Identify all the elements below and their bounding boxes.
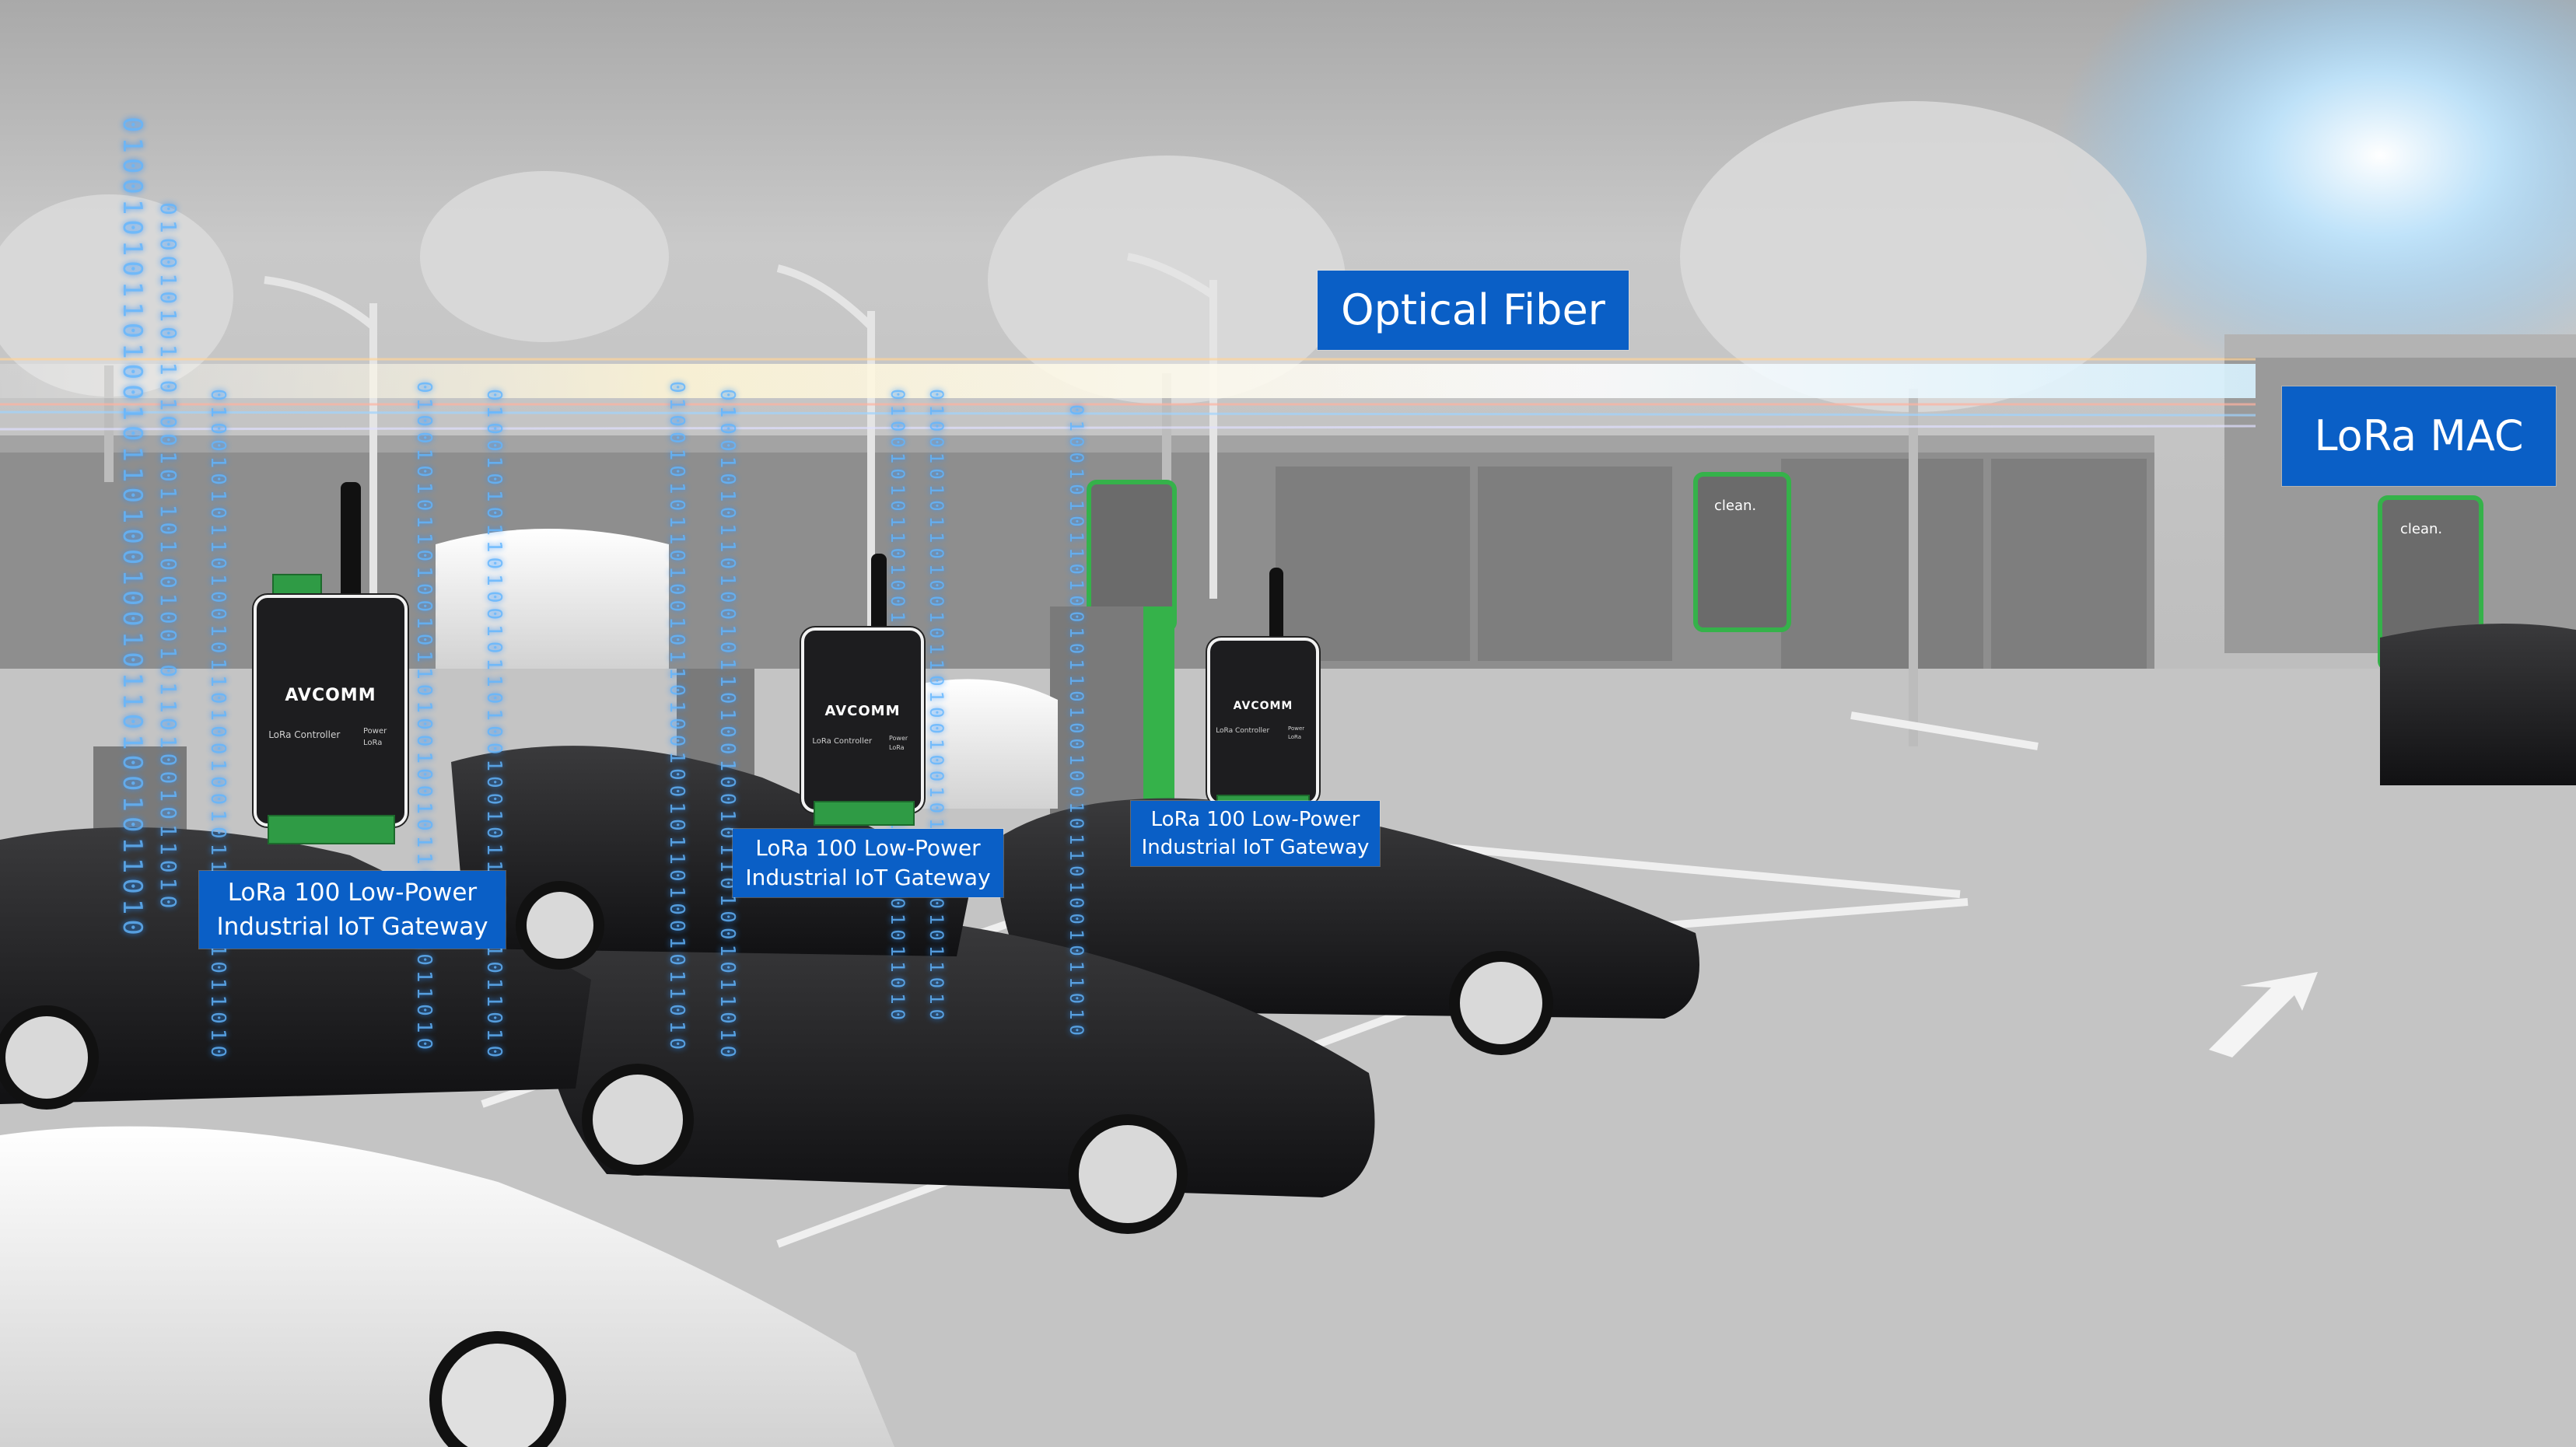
- indicator-power: Power: [363, 727, 387, 736]
- data-stream: 0100101011010010110100100101101001011010: [716, 389, 739, 1063]
- antenna: [341, 482, 361, 599]
- indicator-lora: LoRa: [889, 744, 905, 751]
- device-body: [801, 627, 924, 813]
- optical-fiber-label: Optical Fiber: [1318, 271, 1629, 350]
- data-stream: 0100101011010010110100100101101001011010: [1066, 404, 1087, 1040]
- gateway-label-line1: LoRa 100 Low-Power: [755, 835, 981, 861]
- wheels: [0, 881, 1553, 1234]
- data-stream: 0100101011010010110100100101101001011010: [482, 389, 506, 1063]
- lora-mac-label: LoRa MAC: [2282, 386, 2556, 486]
- road-arrow: [2209, 972, 2318, 1057]
- gateway-label-line2: Industrial IoT Gateway: [216, 913, 488, 941]
- indicator-power: Power: [1288, 725, 1305, 732]
- device-body: [1207, 638, 1319, 806]
- device-body: [254, 595, 408, 827]
- gateway-label-line1: LoRa 100 Low-Power: [227, 879, 478, 907]
- gateway-label-3: LoRa 100 Low-Power Industrial IoT Gatewa…: [1131, 801, 1380, 866]
- lora-gateway-device-1: AVCOMM LoRa Controller Power LoRa: [249, 482, 412, 844]
- gateway-label-line2: Industrial IoT Gateway: [1141, 836, 1370, 859]
- device-model: LoRa Controller: [1216, 727, 1270, 735]
- gateway-label-line1: LoRa 100 Low-Power: [1150, 808, 1360, 831]
- indicator-lora: LoRa: [1288, 734, 1302, 740]
- antenna: [1269, 568, 1283, 645]
- device-model: LoRa Controller: [268, 729, 341, 740]
- terminal-block: [814, 801, 915, 826]
- gateway-label-2: LoRa 100 Low-Power Industrial IoT Gatewa…: [733, 829, 1003, 897]
- data-stream: 0100101011010010110100100101101001011010: [117, 117, 148, 940]
- device-brand: AVCOMM: [1233, 700, 1293, 712]
- charger-brand: clean.: [1714, 498, 1757, 514]
- device-brand: AVCOMM: [824, 703, 901, 719]
- lora-gateway-device-2: AVCOMM LoRa Controller Power LoRa: [796, 554, 929, 826]
- device-model: LoRa Controller: [812, 737, 873, 746]
- white-cars: [0, 529, 1058, 1447]
- data-glow: [2053, 0, 2576, 389]
- gateway-label-1: LoRa 100 Low-Power Industrial IoT Gatewa…: [199, 871, 506, 949]
- antenna: [871, 554, 887, 639]
- data-stream: 0100101011010010110100100101101001011010: [206, 389, 229, 1063]
- data-stream: 0100101011010010110100100101101001011010: [156, 202, 181, 914]
- indicator-power: Power: [889, 735, 908, 742]
- charger-brand: clean.: [2400, 521, 2443, 537]
- terminal-block: [268, 815, 395, 844]
- lora-gateway-device-3: AVCOMM LoRa Controller Power LoRa: [1201, 568, 1325, 816]
- indicator-lora: LoRa: [363, 739, 383, 747]
- gateway-label-line2: Industrial IoT Gateway: [745, 865, 991, 890]
- device-brand: AVCOMM: [285, 686, 376, 705]
- data-stream: 0100101011010010110100100101101001011010: [926, 389, 947, 1025]
- fiber-beam: [0, 364, 2256, 398]
- data-stream: 0100101011010010110100100101101001011010: [412, 381, 436, 1055]
- data-stream: 0100101011010010110100100101101001011010: [665, 381, 688, 1055]
